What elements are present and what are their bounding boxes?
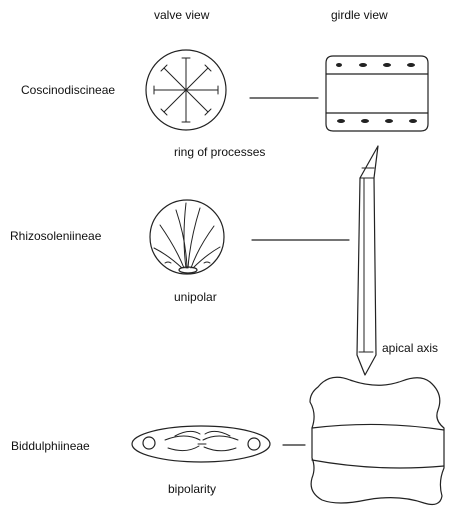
coscinodiscineae-valve	[146, 50, 226, 130]
rhizosoleniineae-valve	[150, 200, 224, 274]
biddulphiineae-valve	[132, 426, 270, 462]
biddulphiineae-girdle	[310, 377, 444, 504]
rhizosolenia-cell	[357, 146, 378, 375]
coscinodiscineae-girdle	[326, 56, 428, 131]
